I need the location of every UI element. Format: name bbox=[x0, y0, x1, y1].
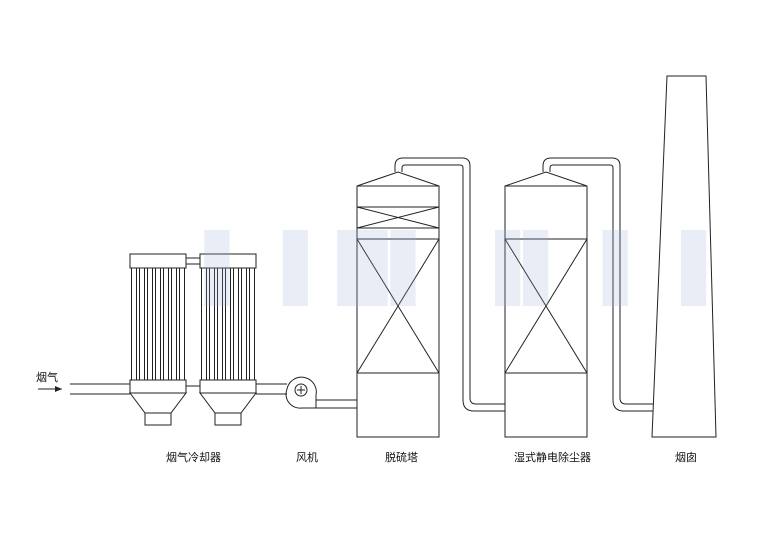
cooler-tube bbox=[155, 267, 161, 381]
cooler-tube bbox=[139, 267, 145, 381]
pipe-esp-to-chimney bbox=[542, 157, 657, 412]
cooler-tube bbox=[163, 267, 169, 381]
cooler-connector-top bbox=[186, 257, 200, 265]
pipe-tower-to-esp bbox=[394, 157, 505, 412]
watermark: ▌▐ █▌ ▐▌ ▌▐ bbox=[205, 232, 710, 306]
desulfurization-tower bbox=[356, 171, 440, 438]
cooler-tubes-left bbox=[131, 267, 185, 381]
cooler-tube bbox=[147, 267, 153, 381]
fan-label: 风机 bbox=[296, 451, 318, 464]
duct-fan-to-tower bbox=[316, 399, 357, 409]
desulfurization-tower-label: 脱硫塔 bbox=[385, 451, 418, 464]
cooler-unit-right bbox=[199, 253, 257, 426]
inlet-label: 烟气 bbox=[36, 371, 58, 384]
cooler-tube bbox=[171, 267, 177, 381]
inlet-duct bbox=[70, 383, 130, 395]
wet-esp-label: 湿式静电除尘器 bbox=[514, 451, 591, 464]
duct-cooler-to-fan bbox=[256, 383, 287, 395]
cooler-tube bbox=[179, 267, 185, 381]
chimney bbox=[651, 75, 717, 438]
cooler-unit-left bbox=[129, 253, 187, 426]
cooler-label: 烟气冷却器 bbox=[166, 451, 221, 464]
wet-esp bbox=[504, 171, 588, 438]
inlet-arrow bbox=[38, 386, 62, 392]
chimney-label: 烟囱 bbox=[675, 451, 697, 464]
cooler-tube bbox=[131, 267, 137, 381]
fan-icon bbox=[285, 376, 317, 409]
